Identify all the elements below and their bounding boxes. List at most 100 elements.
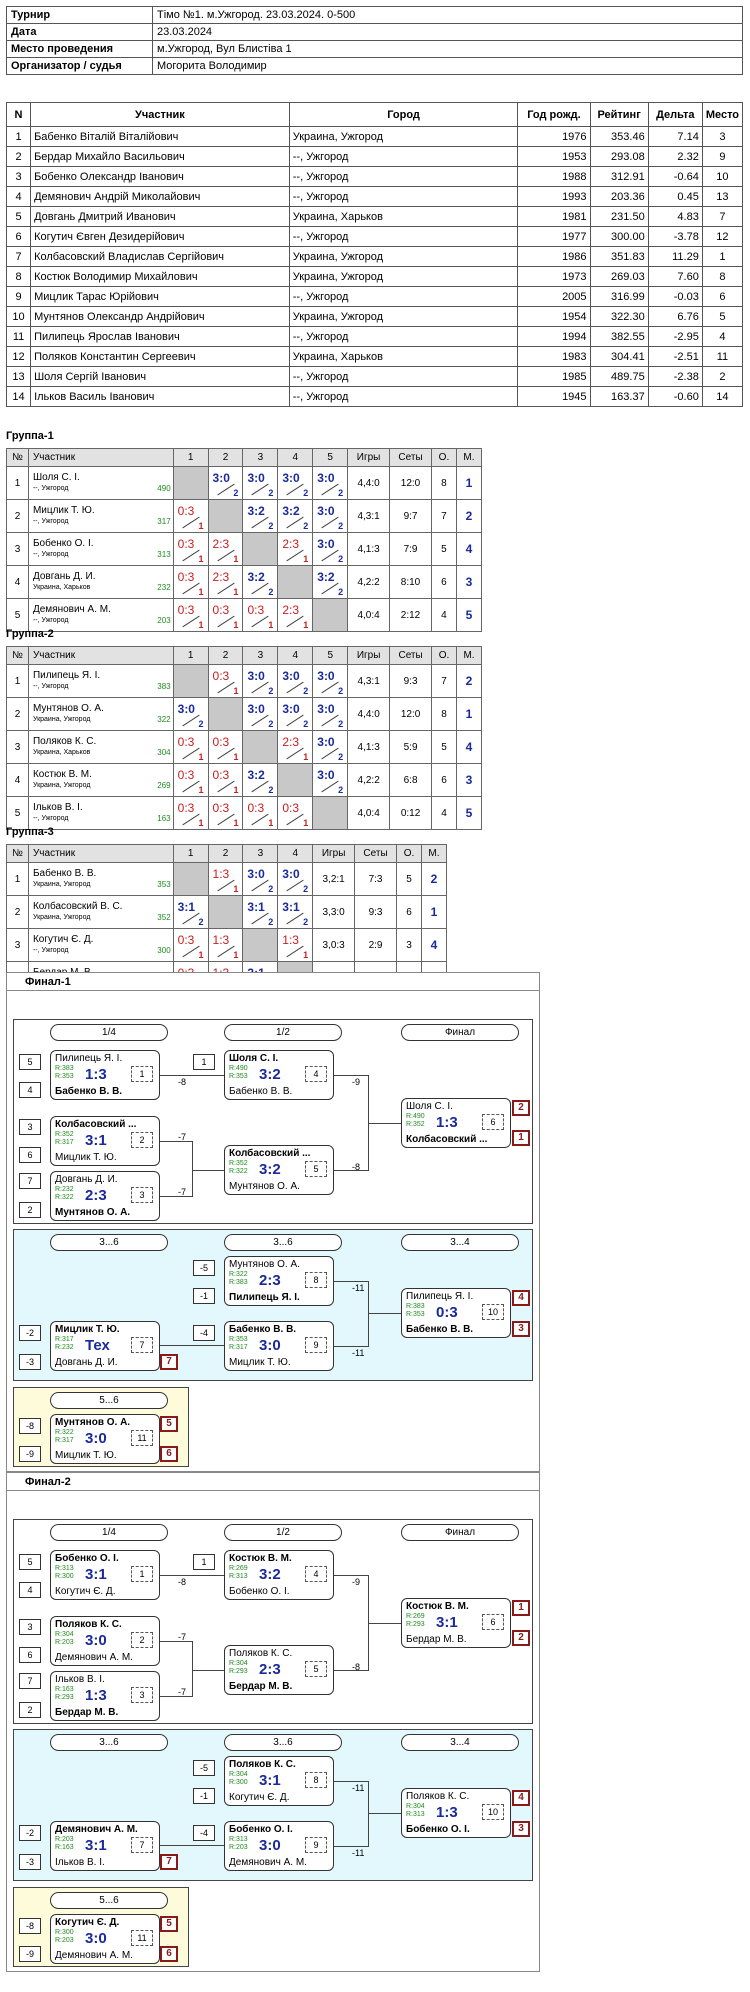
player-bottom: Когутич Є. Д. — [55, 1586, 116, 1597]
info-key: Дата — [6, 23, 153, 41]
column-header: Год рожд. — [517, 102, 591, 127]
match-score: 0:3 — [436, 1304, 458, 1321]
group-header-opponent: 1 — [172, 646, 209, 665]
player-cell: 11.29 — [647, 246, 703, 267]
player-cell: 1 — [701, 246, 744, 267]
match-number: 6 — [482, 1614, 504, 1630]
group-header-games: Игры — [347, 646, 391, 665]
group-sets: 2:12 — [389, 598, 432, 632]
group-games: 4,4:0 — [347, 466, 391, 500]
group-header-opponent: 2 — [207, 448, 244, 467]
group-row-num: 3 — [6, 532, 29, 566]
column-header: Рейтинг — [589, 102, 649, 127]
rating-top: R:322 — [55, 1429, 74, 1436]
bracket-line — [334, 1575, 368, 1576]
match-score: 0:3 — [247, 603, 265, 617]
player-bottom: Пилипець Я. І. — [229, 1292, 300, 1303]
score-divider — [251, 615, 270, 628]
group-games: 4,2:2 — [347, 565, 391, 599]
player-cell: 304.41 — [589, 346, 649, 367]
player-top: Шоля С. І. — [229, 1053, 279, 1064]
group-sets: 7:9 — [389, 532, 432, 566]
match-score: 3:0 — [85, 1632, 107, 1649]
seed-box: -2 — [19, 1825, 41, 1841]
rating-top: R:300 — [55, 1929, 74, 1936]
bracket-line — [160, 1575, 224, 1576]
group-sets: 6:8 — [389, 763, 433, 797]
match-score: 0:3 — [212, 768, 230, 782]
match-score: 3:0 — [247, 702, 265, 716]
score-divider — [216, 549, 235, 562]
player-cell: 13 — [5, 366, 32, 387]
group-points: 7 — [431, 664, 457, 698]
group-points: 4 — [431, 796, 457, 830]
group-games: 4,3:1 — [347, 664, 391, 698]
group-header-opponent: 2 — [207, 646, 244, 665]
player-cell: 2005 — [517, 286, 591, 307]
group-header-opponent: 5 — [312, 448, 349, 467]
bracket-line — [368, 1813, 401, 1814]
player-top: Костюк В. М. — [406, 1601, 469, 1612]
group-place: 5 — [456, 796, 482, 830]
seed-box: 2 — [19, 1202, 41, 1218]
match-points: 2 — [303, 686, 309, 696]
column-header: Место — [701, 102, 744, 127]
rating-bottom: R:300 — [229, 1779, 248, 1786]
match-number: 1 — [131, 1066, 153, 1082]
player-cell: 4 — [701, 326, 744, 347]
match-score: 2:3 — [212, 570, 230, 584]
rating-top: R:232 — [55, 1186, 74, 1193]
score-divider — [216, 747, 235, 760]
player-cell: Украина, Ужгород — [288, 246, 519, 267]
match-score: 3:2 — [259, 1161, 281, 1178]
group-player-city: Украина, Ужгород — [32, 914, 91, 921]
player-top: Бобенко О. І. — [229, 1824, 293, 1835]
player-cell: 5 — [5, 206, 32, 227]
match-score: 3:0 — [247, 669, 265, 683]
match-score: 3:2 — [247, 768, 265, 782]
player-cell: -0.64 — [647, 166, 703, 187]
loser-destination: -11 — [352, 1848, 365, 1858]
rating-bottom: R:313 — [406, 1811, 425, 1818]
group-player-rating: 322 — [157, 715, 171, 724]
loser-destination: -8 — [178, 1077, 187, 1087]
player-cell: 382.55 — [589, 326, 649, 347]
group-header-m: М. — [456, 646, 482, 665]
player-top: Шоля С. І. — [406, 1101, 453, 1112]
match-score: 0:3 — [177, 735, 195, 749]
match-points: 1 — [303, 752, 309, 762]
round-label: 5...6 — [50, 1892, 168, 1909]
match-score: 3:2 — [247, 504, 265, 518]
match-points: 2 — [268, 785, 274, 795]
rating-bottom: R:322 — [55, 1194, 74, 1201]
player-top: Мицлик Т. Ю. — [55, 1324, 120, 1335]
match-score: 3:0 — [317, 669, 335, 683]
group-games: 4,4:0 — [347, 697, 391, 731]
